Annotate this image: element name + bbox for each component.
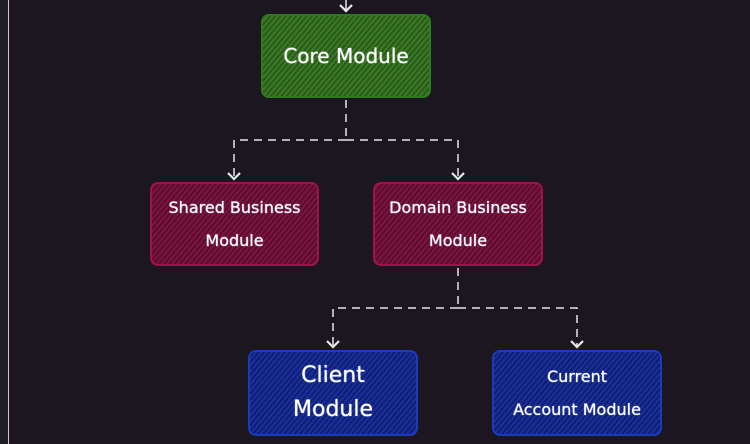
node-domain-label-line2: Module: [428, 231, 488, 250]
node-shared-label-line1: Shared Business: [168, 198, 301, 217]
edge-core-domain: [346, 139, 465, 181]
node-domain-label-line1: Domain Business: [389, 198, 527, 217]
node-domain-business-module[interactable]: Domain Business Module: [373, 182, 543, 266]
node-current-label-line2: Account Module: [513, 400, 641, 419]
edge-domain-client: [326, 307, 458, 349]
node-shared-business-module[interactable]: Shared Business Module: [150, 182, 319, 266]
node-core-module[interactable]: Core Module: [261, 14, 431, 98]
canvas-left-edge: [0, 0, 9, 444]
node-client-label-line1: Client: [301, 363, 365, 388]
node-shared-label-line2: Module: [205, 231, 264, 250]
node-client-label-line2: Module: [293, 397, 373, 422]
node-current-label-line1: Current: [546, 367, 608, 386]
edge-core-shared: [227, 139, 346, 181]
node-client-module[interactable]: Client Module: [248, 350, 418, 436]
edge-domain-current: [458, 307, 584, 349]
node-current-account-module[interactable]: Current Account Module: [492, 350, 662, 436]
node-core-label: Core Module: [283, 44, 409, 68]
